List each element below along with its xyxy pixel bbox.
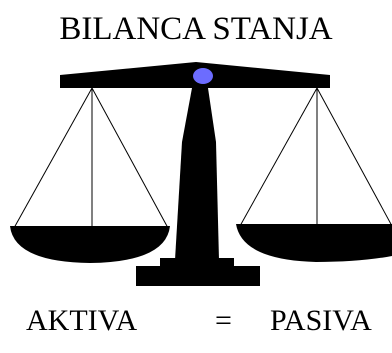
label-aktiva: AKTIVA [26,304,138,337]
label-equals: = [215,304,232,337]
page-title: BILANCA STANJA [59,11,333,47]
right-pan [236,224,392,262]
right-pan-string [316,87,392,227]
scale-base-top [160,258,234,268]
scale-pivot [193,68,213,84]
scale-base [136,266,260,286]
left-pan-string [13,87,93,229]
left-pan [10,226,170,263]
right-pan-string [239,87,318,227]
left-pan-string [91,87,169,229]
scale-pillar [175,88,219,260]
label-pasiva: PASIVA [270,304,372,337]
